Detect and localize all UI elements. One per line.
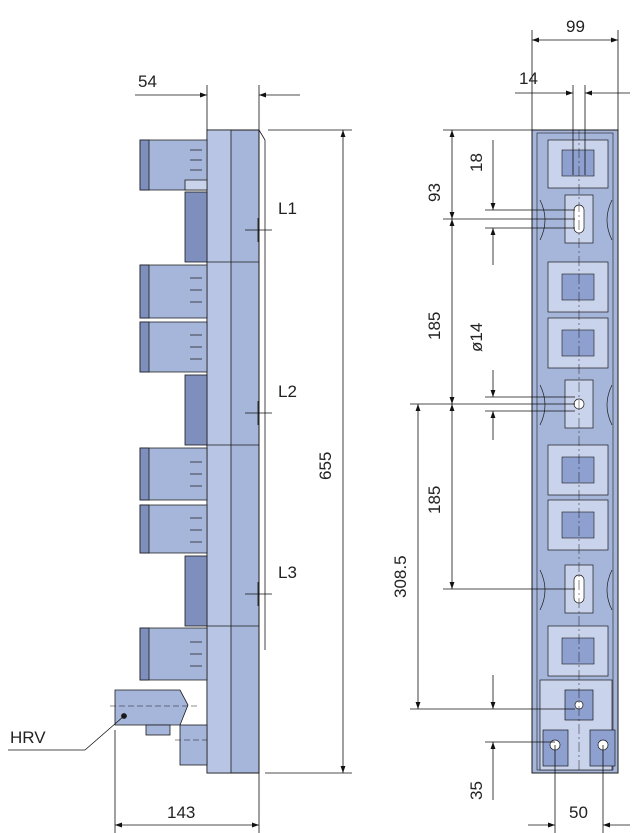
dim-bottom-width: 143: [167, 803, 195, 822]
dim-slot-height: 18: [467, 153, 486, 172]
side-fuse-modules: [139, 139, 208, 681]
dim-pitch-1: 185: [425, 312, 444, 340]
dim-height: 655: [316, 452, 335, 480]
front-terminal-block: [539, 679, 616, 771]
side-rail-front-strip: [206, 129, 232, 774]
dim-overall-width: 99: [566, 17, 585, 36]
dim-bottom-offset: 35: [467, 781, 486, 800]
dim-top-width: 54: [138, 72, 157, 91]
dim-first-pitch: 93: [425, 183, 444, 202]
dim-hole-diameter: ø14: [467, 323, 486, 352]
dim-lower-offset: 308.5: [391, 555, 410, 598]
dim-pitch-2: 185: [425, 486, 444, 514]
hrv-label: HRV: [10, 728, 46, 747]
dim-offset-width: 14: [519, 69, 538, 88]
dim-bottom-width-front: 50: [569, 803, 588, 822]
hrv-terminal: [114, 689, 208, 766]
phase-label-l3: L3: [278, 563, 297, 582]
front-view: 99 14 93 18 185 ø14 185 308.5 35 50: [391, 17, 630, 833]
side-view: 54 655 143 L1 L2 L3 HRV: [8, 72, 352, 833]
phase-label-l2: L2: [278, 382, 297, 401]
hrv-leader-line: [84, 715, 125, 751]
phase-label-l1: L1: [278, 199, 297, 218]
